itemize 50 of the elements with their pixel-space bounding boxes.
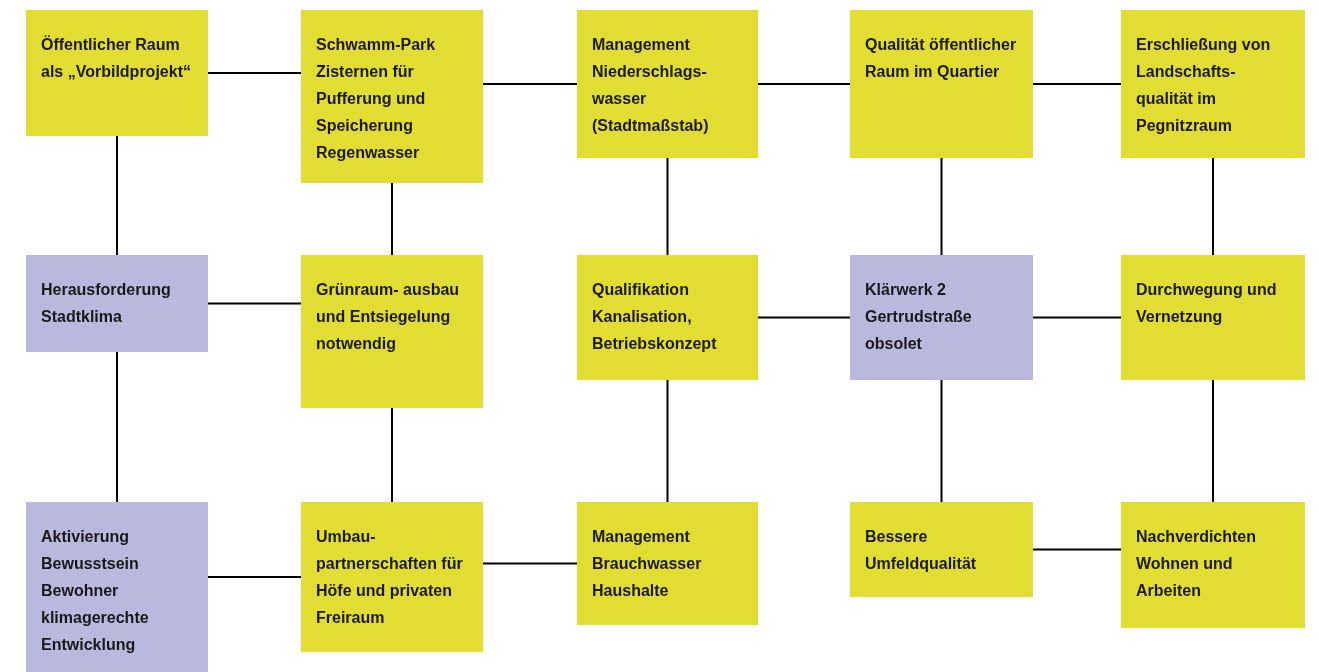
concept-box <box>301 10 483 183</box>
concept-box <box>26 502 208 672</box>
box-text: Qualität öffentlicher Raum im Quartier <box>865 35 1018 82</box>
box-text: Durchwegung und Vernetzung <box>1136 280 1278 327</box>
connector-line <box>940 157 943 256</box>
box-text: Erschließung von Landschafts- qualität im Pegnitzraum <box>1136 35 1272 136</box>
concept-box <box>1121 255 1305 380</box>
box-text: Aktivierung Bewusstsein Bewohner klimagerechte Entwicklung <box>41 527 150 655</box>
concept-box <box>26 10 208 136</box>
concept-box <box>577 502 758 625</box>
box-text: Schwamm-Park Zisternen für Pufferung und Speicherung Regenwasser <box>316 35 437 163</box>
concept-box <box>1121 10 1305 158</box>
concept-box <box>26 255 208 352</box>
box-text: Herausforderung Stadtklima <box>41 280 172 327</box>
box-text: Nachverdichten Wohnen und Arbeiten <box>1136 527 1258 601</box>
concept-box <box>301 502 483 652</box>
connector-line <box>207 576 302 578</box>
connector-line <box>757 316 851 319</box>
connector-line <box>666 379 669 503</box>
box-text: Klärwerk 2 Gertrudstraße obsolet <box>865 280 973 354</box>
connector-line <box>482 562 578 565</box>
concept-box <box>850 502 1033 597</box>
connector-line <box>940 379 943 503</box>
connector-line <box>1032 83 1122 85</box>
connector-line <box>1032 316 1122 319</box>
concept-box <box>850 10 1033 158</box>
box-text: Management Brauchwasser Haushalte <box>592 527 703 601</box>
connector-line <box>207 302 302 305</box>
box-text: Öffentlicher Raum als „Vorbildprojekt“ <box>41 34 192 82</box>
connector-line <box>391 182 393 256</box>
connector-line <box>666 157 669 256</box>
box-text: Bessere Umfeldqualität <box>865 527 978 574</box>
concept-box <box>850 255 1033 380</box>
connector-line <box>482 83 578 85</box>
concept-box <box>577 10 758 158</box>
box-text: Grünraum- ausbau und Entsiegelung notwendig <box>316 280 461 354</box>
connector-line <box>1032 548 1122 551</box>
connector-line <box>116 135 118 256</box>
connector-line <box>391 407 393 503</box>
concept-box <box>577 255 758 380</box>
box-text: Umbau- partnerschaften für Höfe und privaten Freiraum <box>316 527 464 628</box>
concept-box <box>1121 502 1305 628</box>
box-text: Qualifikation Kanalisation, Betriebskonzept <box>592 280 718 354</box>
connector-line <box>207 72 302 74</box>
box-text: Management Niederschlags- wasser (Stadtmaßstab) <box>592 35 710 136</box>
connector-line <box>116 351 118 503</box>
connector-line <box>1212 379 1214 503</box>
connector-line <box>1212 157 1214 256</box>
concept-box <box>301 255 483 408</box>
connector-line <box>757 83 851 85</box>
